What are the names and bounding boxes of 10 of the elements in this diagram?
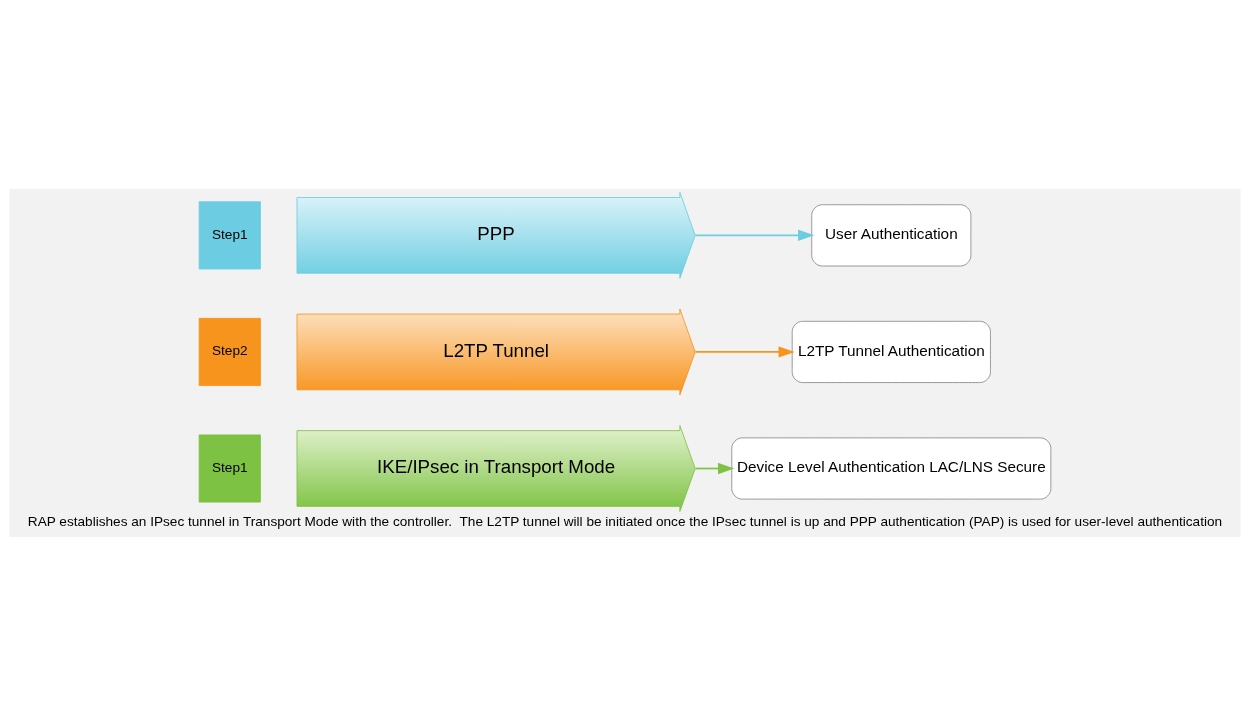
node-box: User Authentication xyxy=(811,204,972,267)
arrow xyxy=(694,346,795,358)
node-box: Step1 xyxy=(198,434,261,503)
caption: RAP establishes an IPsec tunnel in Transport Mode with the controller. The L2TP tunnel will be initiated once the IPsec tunnel is up and PPP authentication (PAP) is used for user-level authentication xyxy=(27,513,1223,529)
node-box: Device Level Authentication LAC/LNS Secure xyxy=(731,437,1052,500)
node-box: L2TP Tunnel Authentication xyxy=(791,320,991,383)
node-box: Step1 xyxy=(198,201,261,270)
arrow xyxy=(694,462,735,475)
node-box: Step2 xyxy=(198,317,261,386)
arrow xyxy=(694,229,815,242)
